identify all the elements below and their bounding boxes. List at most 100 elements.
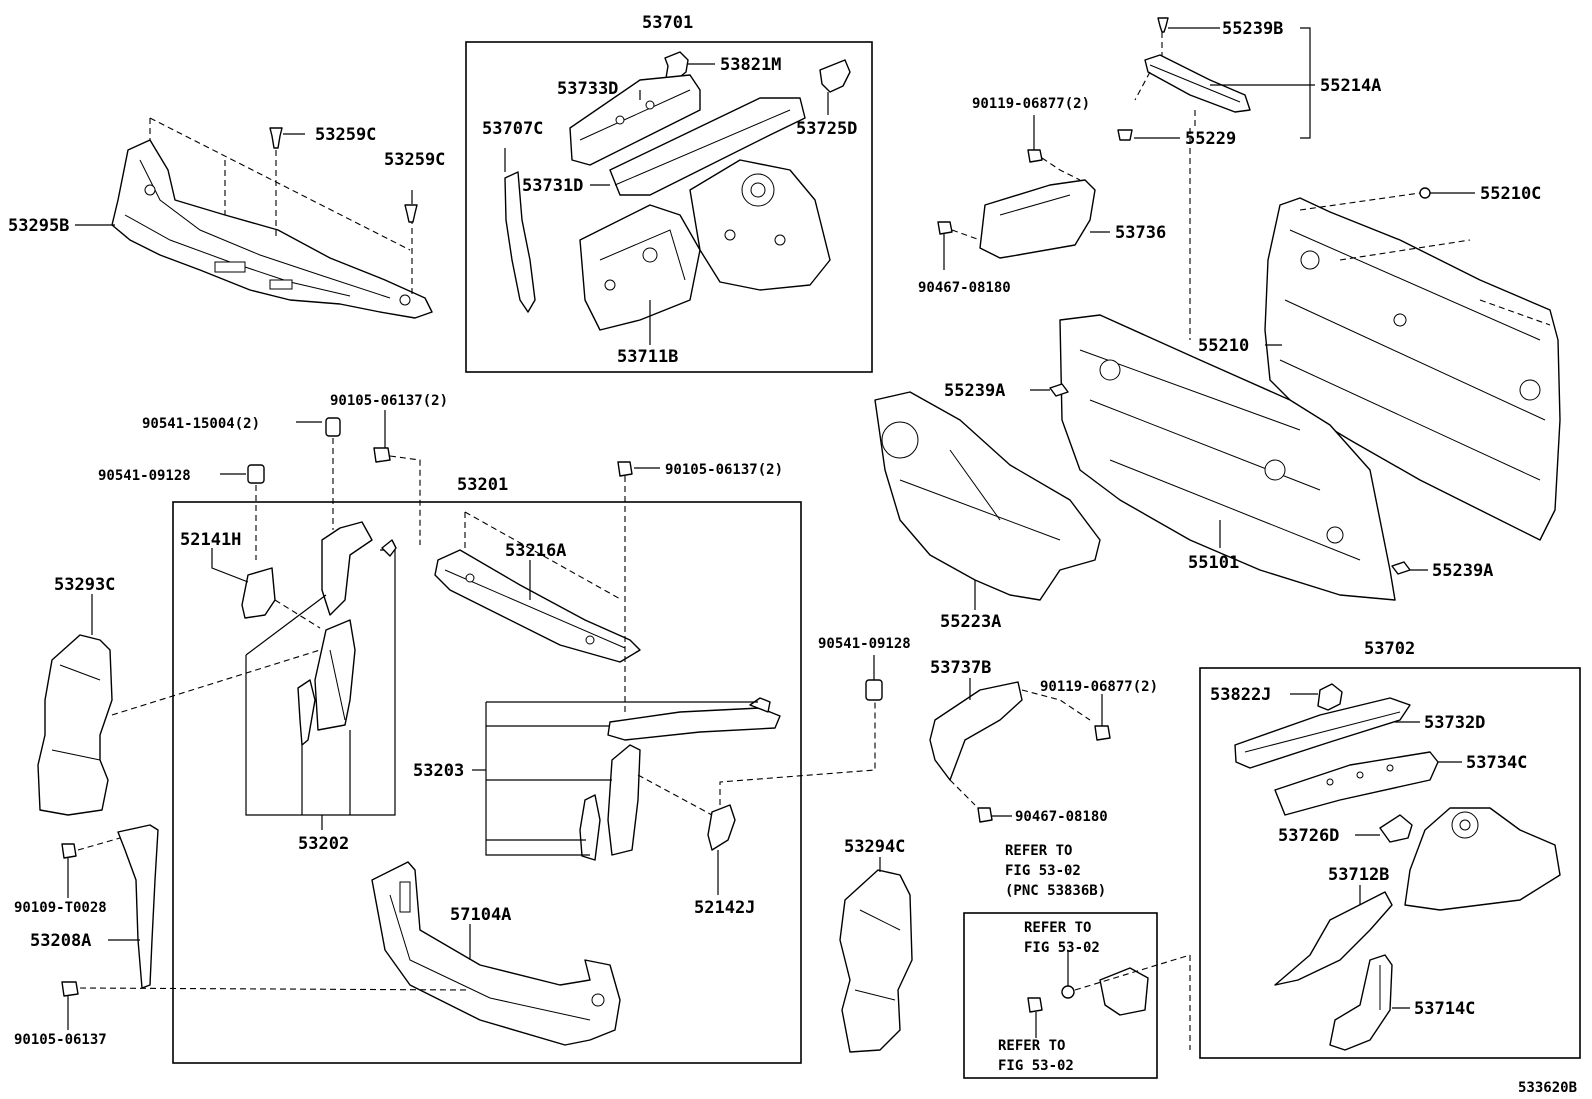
label-52142J: 52142J — [694, 898, 755, 918]
label-53259C-b: 53259C — [384, 150, 445, 170]
part-53216A-shape — [434, 549, 641, 663]
bolt-90105-06137-c-icon — [61, 981, 79, 997]
bolt-90105-06137-b-icon — [617, 461, 633, 477]
part-53733D-shape — [569, 74, 701, 166]
label-53203: 53203 — [413, 761, 464, 781]
bolt-90109-T0028-icon — [61, 843, 77, 859]
label-90467-08180-a: 90467-08180 — [918, 280, 1011, 296]
label-90467-08180-b: 90467-08180 — [1015, 809, 1108, 825]
part-55101-shape — [1059, 314, 1396, 601]
bolt-90119-06877-a-icon — [1027, 149, 1043, 163]
label-90109-T0028: 90109-T0028 — [14, 900, 107, 916]
label-55239A-b: 55239A — [1432, 561, 1493, 581]
refer-note-outer-line2: FIG 53-02 — [1005, 863, 1081, 879]
label-90541-09128-b: 90541-09128 — [818, 636, 911, 652]
part-53712B-shape — [1274, 891, 1393, 986]
label-55210C: 55210C — [1480, 184, 1541, 204]
refer-note-inner-top-line2: FIG 53-02 — [1024, 940, 1100, 956]
part-53726D-shape — [1379, 814, 1413, 843]
label-53208A: 53208A — [30, 931, 91, 951]
part-53294C-shape — [839, 869, 913, 1053]
label-53712B: 53712B — [1328, 865, 1389, 885]
label-55239B: 55239B — [1222, 19, 1283, 39]
label-55214A: 55214A — [1320, 76, 1381, 96]
label-53701: 53701 — [642, 13, 693, 33]
label-53294C: 53294C — [844, 837, 905, 857]
label-53737B: 53737B — [930, 658, 991, 678]
part-55214A-shape — [1144, 54, 1251, 113]
label-53202: 53202 — [298, 834, 349, 854]
label-57104A: 57104A — [450, 905, 511, 925]
group-frame-53201 — [172, 501, 802, 1064]
group-frame-refer — [963, 912, 1158, 1079]
part-53707C-shape — [504, 171, 536, 313]
part-53732D-shape — [1234, 697, 1411, 769]
label-53216A: 53216A — [505, 541, 566, 561]
part-53736-shape — [979, 179, 1096, 259]
part-52141H-shape — [241, 567, 276, 619]
part-55239B-clip-icon — [1157, 17, 1169, 33]
label-90541-09128-a: 90541-09128 — [98, 468, 191, 484]
washer-refer-icon — [1061, 985, 1075, 999]
part-53725D-shape — [819, 59, 851, 93]
part-53203-upper-shape — [607, 697, 781, 741]
clip-55239A-b-icon — [1391, 561, 1411, 575]
label-53707C: 53707C — [482, 119, 543, 139]
label-53733D: 53733D — [557, 79, 618, 99]
part-53293C-shape — [37, 634, 113, 816]
label-53734C: 53734C — [1466, 753, 1527, 773]
refer-note-inner-top-line1: REFER TO — [1024, 920, 1091, 936]
part-53202-pillar-shape — [314, 619, 356, 731]
label-90119-06877-a: 90119-06877(2) — [972, 96, 1090, 112]
part-55229-icon — [1117, 129, 1133, 141]
refer-note-outer-line3: (PNC 53836B) — [1005, 883, 1106, 899]
label-55229: 55229 — [1185, 129, 1236, 149]
part-53208A-shape — [117, 824, 159, 989]
label-55223A: 55223A — [940, 612, 1001, 632]
part-53737B-shape — [929, 681, 1023, 781]
part-53734C-shape — [1274, 751, 1439, 816]
group-frame-53702 — [1199, 667, 1581, 1059]
bracket-53202-top-icon — [381, 539, 397, 557]
label-90541-15004: 90541-15004(2) — [142, 416, 260, 432]
bolt-refer-icon — [1027, 997, 1043, 1013]
part-53714C-shape — [1329, 954, 1393, 1051]
label-53821M: 53821M — [720, 55, 781, 75]
part-53822J-icon — [1317, 683, 1343, 711]
label-55210: 55210 — [1198, 336, 1249, 356]
label-53736: 53736 — [1115, 223, 1166, 243]
label-52141H: 52141H — [180, 530, 241, 550]
clip-53259C-a-icon — [269, 127, 283, 149]
diagram-id: 533620B — [1518, 1080, 1577, 1096]
bolt-90467-08180-b-icon — [977, 807, 993, 823]
nut-90541-15004-icon — [325, 417, 341, 437]
label-53714C: 53714C — [1414, 999, 1475, 1019]
label-53822J: 53822J — [1210, 685, 1271, 705]
refer-note-inner-bottom-line1: REFER TO — [998, 1038, 1065, 1054]
part-53711B-shape — [579, 204, 701, 331]
label-53293C: 53293C — [54, 575, 115, 595]
label-90119-06877-b: 90119-06877(2) — [1040, 679, 1158, 695]
refer-note-inner-bottom-line2: FIG 53-02 — [998, 1058, 1074, 1074]
label-90105-06137-c: 90105-06137 — [14, 1032, 107, 1048]
clip-53259C-b-icon — [404, 204, 418, 223]
label-53725D: 53725D — [796, 119, 857, 139]
bolt-90105-06137-a-icon — [373, 447, 391, 463]
label-53726D: 53726D — [1278, 826, 1339, 846]
part-52142J-shape — [707, 804, 736, 851]
clip-55210C-icon — [1419, 187, 1431, 199]
label-53259C-a: 53259C — [315, 125, 376, 145]
clip-55239A-a-icon — [1049, 383, 1069, 397]
group-frame-53701 — [465, 41, 873, 373]
bracket-refer-icon — [1099, 967, 1149, 1016]
label-53731D: 53731D — [522, 176, 583, 196]
part-53702-apron-shape — [1404, 807, 1561, 911]
part-57104A-shape — [371, 861, 621, 1046]
bolt-90119-06877-b-icon — [1094, 725, 1111, 741]
label-55101: 55101 — [1188, 553, 1239, 573]
nut-90541-09128-b-icon — [865, 679, 883, 701]
part-53202-rod-shape — [297, 679, 316, 746]
part-55223A-shape — [874, 391, 1101, 601]
label-53201: 53201 — [457, 475, 508, 495]
